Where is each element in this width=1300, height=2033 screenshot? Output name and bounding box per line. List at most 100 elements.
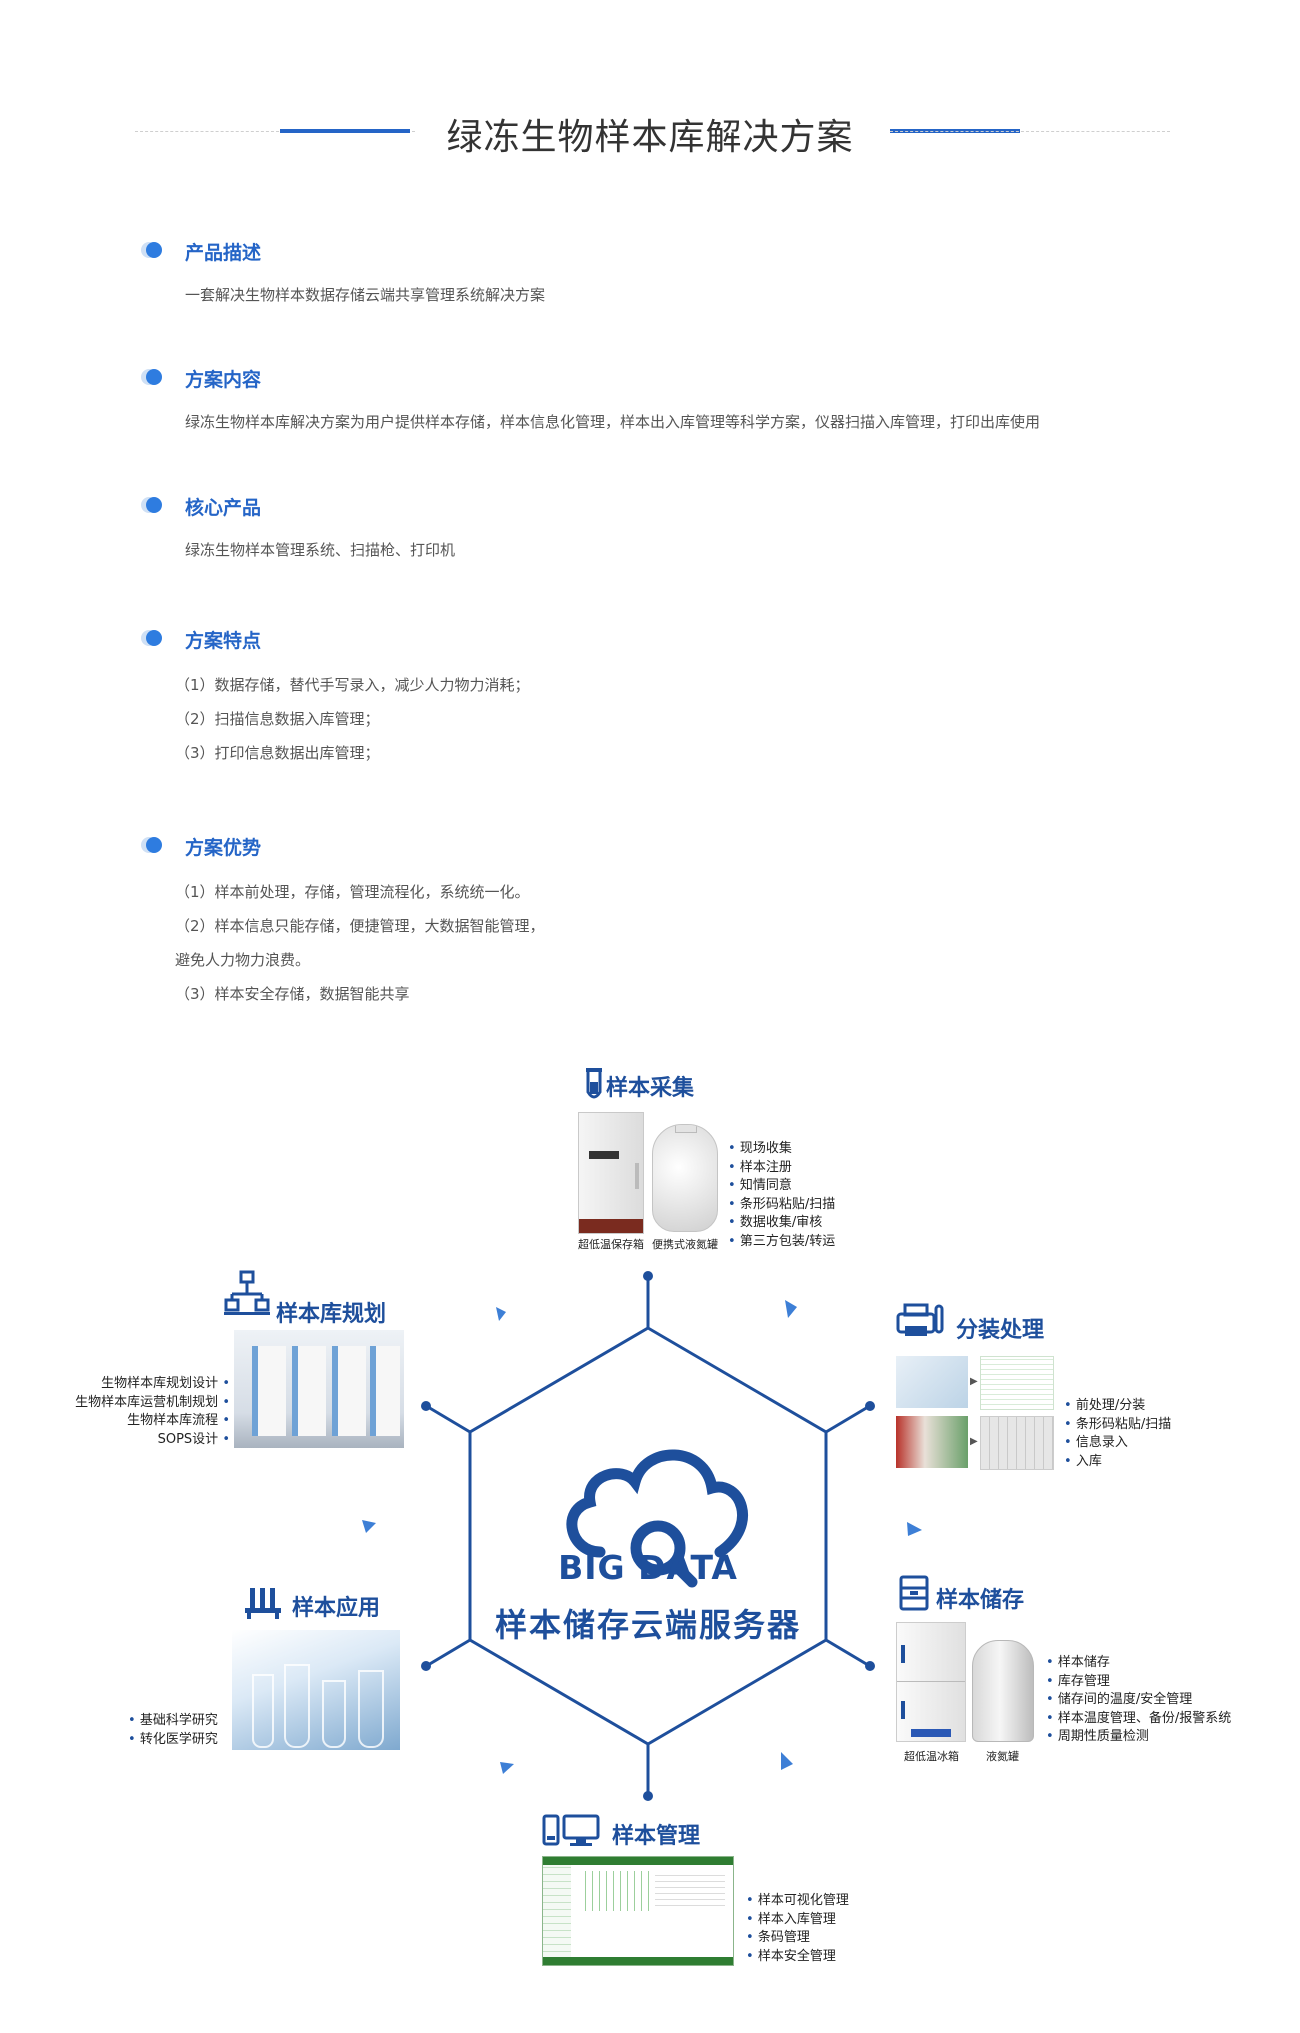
node-title-manage: 样本管理 bbox=[612, 1824, 701, 1849]
collect-bullet-list: 现场收集 样本注册 知情同意 条形码粘贴/扫描 数据收集/审核 第三方包装/转运 bbox=[728, 1140, 835, 1252]
list-item: 条形码粘贴/扫描 bbox=[1064, 1416, 1171, 1435]
network-plan-icon bbox=[224, 1270, 270, 1315]
section-text: （1）样本前处理，存储，管理流程化，系统统一化。 bbox=[175, 883, 530, 901]
section-text: （1）数据存储，替代手写录入，减少人力物力消耗； bbox=[175, 676, 530, 694]
dot bbox=[865, 1401, 875, 1411]
apply-bullet-list: 基础科学研究 转化医学研究 bbox=[128, 1712, 218, 1749]
section-text: 绿冻生物样本库解决方案为用户提供样本存储，样本信息化管理，样本出入库管理等科学方… bbox=[185, 413, 1041, 431]
section-text: 一套解决生物样本数据存储云端共享管理系统解决方案 bbox=[185, 286, 546, 304]
list-item: 第三方包装/转运 bbox=[728, 1233, 835, 1252]
arrow-icon bbox=[907, 1522, 922, 1536]
section-heading-content: 方案内容 bbox=[185, 369, 262, 391]
list-item: 样本安全管理 bbox=[746, 1948, 849, 1967]
section-bullet-icon bbox=[146, 497, 162, 513]
management-software-screenshot bbox=[542, 1856, 734, 1966]
split-bullet-list: 前处理/分装 条形码粘贴/扫描 信息录入 入库 bbox=[1064, 1397, 1171, 1471]
image-caption: 便携式液氮罐 bbox=[652, 1238, 718, 1251]
arrow-icon bbox=[500, 1762, 514, 1774]
lab-processing-image bbox=[896, 1356, 968, 1408]
section-text: 避免人力物力浪费。 bbox=[175, 951, 311, 969]
section-bullet-icon bbox=[146, 630, 162, 646]
spoke-bottom-left bbox=[427, 1638, 471, 1667]
test-tube-rack-icon bbox=[245, 1588, 281, 1619]
node-title-store: 样本储存 bbox=[936, 1588, 1025, 1613]
flow-arrows bbox=[362, 1300, 922, 1774]
storage-cabinet-icon bbox=[899, 1575, 929, 1611]
list-item: 知情同意 bbox=[728, 1177, 835, 1196]
title-right-dashed-line bbox=[890, 131, 1170, 132]
arrow-icon bbox=[496, 1307, 506, 1321]
ultra-low-fridge-image bbox=[896, 1622, 966, 1742]
arrow-right-icon: ▶ bbox=[970, 1376, 978, 1387]
manage-bullet-list: 样本可视化管理 样本入库管理 条码管理 样本安全管理 bbox=[746, 1892, 849, 1966]
title-left-accent-bar bbox=[280, 129, 410, 133]
section-text: （2）扫描信息数据入库管理； bbox=[175, 710, 380, 728]
list-item: 样本注册 bbox=[728, 1159, 835, 1178]
image-caption: 超低温冰箱 bbox=[904, 1750, 959, 1763]
list-item: 信息录入 bbox=[1064, 1434, 1171, 1453]
section-bullet-icon bbox=[146, 837, 162, 853]
storage-rack-image bbox=[980, 1416, 1054, 1470]
list-item: 条形码粘贴/扫描 bbox=[728, 1196, 835, 1215]
list-item: 样本入库管理 bbox=[746, 1911, 849, 1930]
dot bbox=[643, 1791, 653, 1801]
lab-glassware-image bbox=[232, 1630, 400, 1750]
list-item: 入库 bbox=[1064, 1453, 1171, 1472]
list-item: 样本储存 bbox=[1046, 1654, 1231, 1673]
list-item: SOPS设计 bbox=[75, 1431, 230, 1450]
biobank-room-image bbox=[234, 1330, 404, 1448]
section-heading-advantages: 方案优势 bbox=[185, 837, 262, 859]
node-title-split: 分装处理 bbox=[956, 1318, 1045, 1343]
list-item: 基础科学研究 bbox=[128, 1712, 218, 1731]
page-title: 绿冻生物样本库解决方案 bbox=[446, 117, 854, 158]
dot bbox=[421, 1661, 431, 1671]
section-bullet-icon bbox=[146, 242, 162, 258]
dot bbox=[643, 1271, 653, 1281]
test-tube-icon bbox=[586, 1068, 602, 1099]
ultra-low-freezer-image bbox=[578, 1112, 644, 1234]
list-item: 生物样本库流程 bbox=[75, 1412, 230, 1431]
arrow-icon bbox=[785, 1300, 797, 1318]
hexagon bbox=[468, 1326, 828, 1746]
section-heading-features: 方案特点 bbox=[185, 630, 262, 652]
image-caption: 液氮罐 bbox=[986, 1750, 1019, 1763]
node-title-collect: 样本采集 bbox=[606, 1076, 695, 1101]
section-text: （3）样本安全存储，数据智能共享 bbox=[175, 985, 410, 1003]
software-grid-image bbox=[980, 1356, 1054, 1410]
title-left-dashed-line bbox=[135, 131, 415, 132]
list-item: 生物样本库规划设计 bbox=[75, 1375, 230, 1394]
section-bullet-icon bbox=[146, 369, 162, 385]
list-item: 周期性质量检测 bbox=[1046, 1728, 1231, 1747]
list-item: 前处理/分装 bbox=[1064, 1397, 1171, 1416]
computer-icon bbox=[542, 1814, 600, 1846]
list-item: 库存管理 bbox=[1046, 1673, 1231, 1692]
spokes bbox=[427, 1278, 869, 1794]
section-heading-description: 产品描述 bbox=[185, 242, 262, 264]
nitrogen-tank-image bbox=[972, 1640, 1034, 1742]
dot bbox=[421, 1401, 431, 1411]
dot bbox=[865, 1661, 875, 1671]
section-text: （2）样本信息只能存储，便捷管理，大数据智能管理， bbox=[175, 917, 545, 935]
store-bullet-list: 样本储存 库存管理 储存间的温度/安全管理 样本温度管理、备份/报警系统 周期性… bbox=[1046, 1654, 1231, 1747]
center-big-data-label: BIG DATA bbox=[558, 1548, 738, 1587]
section-heading-core-product: 核心产品 bbox=[185, 497, 262, 519]
printer-icon bbox=[896, 1303, 944, 1336]
image-caption: 超低温保存箱 bbox=[578, 1238, 644, 1251]
liquid-nitrogen-tank-image bbox=[652, 1124, 718, 1232]
spoke-top-left bbox=[427, 1405, 471, 1434]
list-item: 样本可视化管理 bbox=[746, 1892, 849, 1911]
list-item: 现场收集 bbox=[728, 1140, 835, 1159]
sample-tubes-image bbox=[896, 1416, 968, 1468]
section-text: （3）打印信息数据出库管理； bbox=[175, 744, 380, 762]
arrow-icon bbox=[362, 1520, 376, 1533]
arrow-icon bbox=[781, 1752, 793, 1770]
list-item: 生物样本库运营机制规划 bbox=[75, 1394, 230, 1413]
center-server-label: 样本储存云端服务器 bbox=[494, 1606, 801, 1644]
list-item: 样本温度管理、备份/报警系统 bbox=[1046, 1710, 1231, 1729]
list-item: 转化医学研究 bbox=[128, 1731, 218, 1750]
hexagon-outline bbox=[468, 1326, 828, 1746]
arrow-right-icon: ▶ bbox=[970, 1436, 978, 1447]
list-item: 条码管理 bbox=[746, 1929, 849, 1948]
section-text: 绿冻生物样本管理系统、扫描枪、打印机 bbox=[185, 541, 456, 559]
spoke-bottom-right bbox=[825, 1638, 869, 1667]
